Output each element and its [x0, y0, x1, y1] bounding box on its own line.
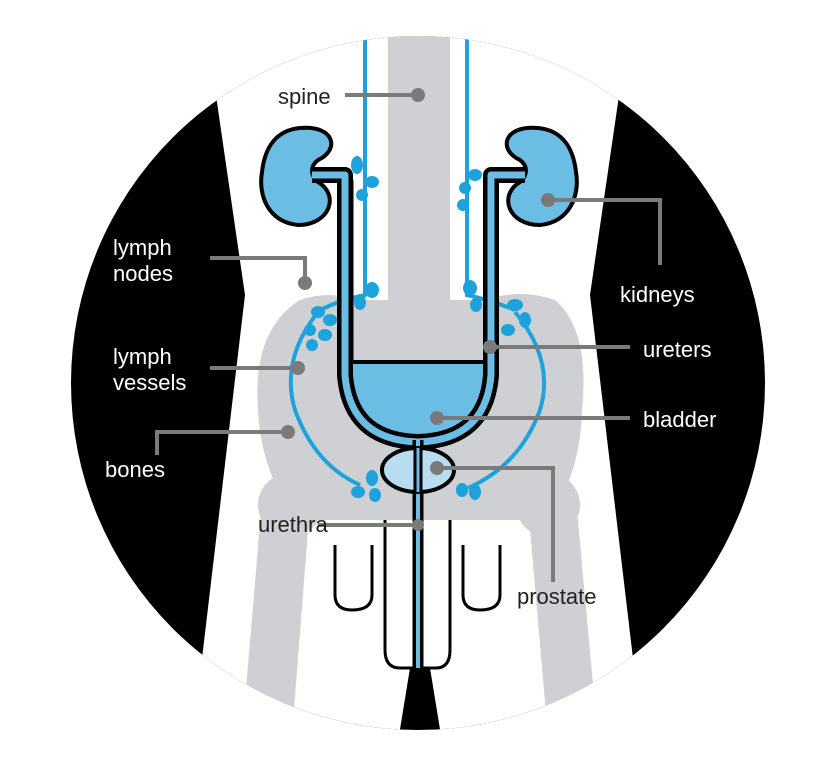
left-testis — [333, 545, 374, 612]
label-lymph-nodes-2: nodes — [113, 261, 173, 286]
label-bones: bones — [105, 457, 165, 482]
label-spine: spine — [278, 84, 331, 109]
lymph-nodes — [304, 156, 531, 502]
label-ureters: ureters — [643, 337, 711, 362]
right-testis — [461, 545, 502, 612]
left-kidney — [259, 125, 334, 228]
label-prostate: prostate — [517, 584, 597, 609]
label-kidneys: kidneys — [620, 282, 695, 307]
leader-lines — [155, 88, 662, 582]
label-lymph-nodes-1: lymph — [113, 235, 172, 260]
bladder — [345, 362, 491, 442]
label-lymph-vessels-2: vessels — [113, 370, 186, 395]
label-lymph-vessels-1: lymph — [113, 344, 172, 369]
label-urethra: urethra — [258, 512, 328, 537]
label-bladder: bladder — [643, 407, 716, 432]
